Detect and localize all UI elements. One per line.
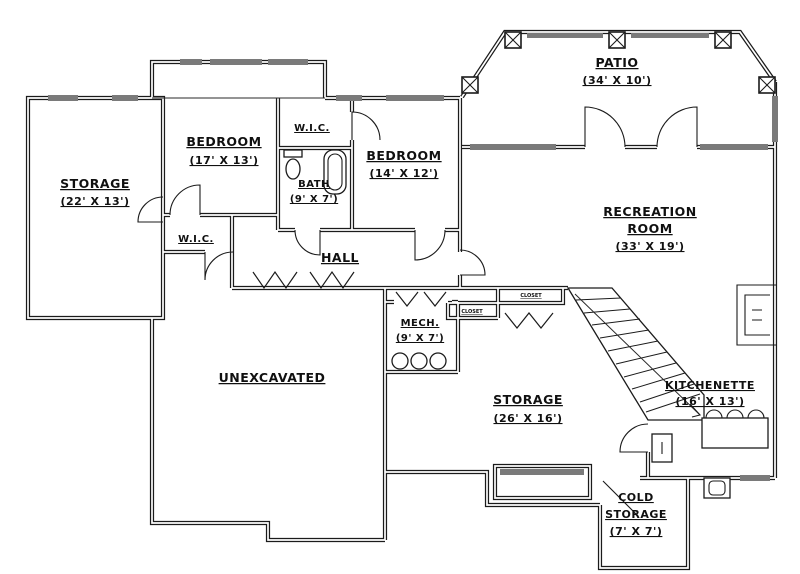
bifold-door-icon	[309, 270, 355, 290]
wic-door-arc	[351, 111, 381, 141]
kitchen-island	[701, 417, 769, 449]
window	[772, 96, 778, 142]
stair-arrow-icon	[689, 403, 702, 418]
kitchenette-door-arc	[619, 423, 649, 453]
label-wic-bottom: W.I.C.	[178, 234, 214, 245]
bath-door-arc	[294, 229, 321, 256]
stair-treads	[575, 297, 701, 413]
doors	[137, 106, 698, 516]
label-bath-dims: (9' X 7')	[290, 194, 338, 205]
storage-door-arc	[137, 196, 164, 223]
post-icon	[608, 31, 626, 49]
window	[700, 144, 768, 150]
patio-door-arc	[584, 106, 626, 148]
bifold-door-icon	[252, 270, 298, 290]
stair-rail	[574, 293, 701, 416]
label-mech: MECH.	[401, 318, 440, 329]
window	[740, 475, 770, 481]
bar-stools-icon	[705, 409, 765, 419]
label-bath: BATH	[298, 179, 330, 190]
label-kitchenette: KITCHENETTE	[665, 379, 755, 392]
post-icon	[758, 76, 776, 94]
label-storage-left-dims: (22' X 13')	[60, 195, 129, 208]
bifold-doors	[252, 270, 554, 329]
sink-basin	[708, 480, 726, 496]
label-storage-center: STORAGE	[493, 392, 563, 407]
label-unexcavated: UNEXCAVATED	[219, 370, 326, 385]
window	[180, 59, 202, 65]
label-mech-dims: (9' X 7')	[396, 333, 444, 344]
post-icon	[504, 31, 522, 49]
window	[336, 95, 362, 101]
bifold-door-icon	[395, 291, 419, 307]
fixtures	[283, 149, 777, 499]
toilet-tank-icon	[283, 149, 303, 158]
label-bedroom-2: BEDROOM	[366, 148, 441, 163]
mech-equipment-icon	[429, 352, 447, 370]
post-icon	[461, 76, 479, 94]
bedroom-door-arc	[169, 184, 201, 216]
walls	[28, 32, 775, 568]
window	[500, 469, 584, 475]
label-cold-storage-2: STORAGE	[605, 508, 667, 521]
post-icon	[714, 31, 732, 49]
bathtub-icon	[323, 149, 347, 195]
mech-equipment-icon	[410, 352, 428, 370]
bifold-door-icon	[423, 291, 447, 307]
windows	[48, 33, 778, 481]
label-hall: HALL	[321, 250, 359, 265]
label-storage-center-dims: (26' X 16')	[493, 412, 562, 425]
label-bedroom-1: BEDROOM	[186, 134, 261, 149]
room-labels: STORAGE (22' X 13') BEDROOM (17' X 13') …	[60, 55, 755, 538]
label-recreation-dims: (33' X 19')	[615, 240, 684, 253]
label-bedroom-2-dims: (14' X 12')	[369, 167, 438, 180]
fireplace-icon	[736, 284, 777, 346]
stair-outline	[566, 287, 705, 421]
cold-storage-door-leaf	[602, 480, 638, 516]
window	[210, 59, 262, 65]
window	[112, 95, 138, 101]
label-cold-storage-1: COLD	[618, 491, 654, 504]
patio-screen	[631, 33, 709, 38]
window	[48, 95, 78, 101]
label-closet-lower: CLOSET	[461, 309, 483, 315]
window	[268, 59, 308, 65]
hall-door-arc	[459, 249, 486, 276]
bathtub-inner	[327, 153, 343, 191]
patio-screen	[527, 33, 603, 38]
label-patio: PATIO	[595, 55, 638, 70]
label-patio-dims: (34' X 10')	[582, 74, 651, 87]
patio-posts	[461, 31, 776, 94]
sink-icon	[703, 477, 731, 499]
mech-equipment-icon	[391, 352, 409, 370]
toilet-icon	[285, 158, 301, 180]
label-kitchenette-dims: (16' X 13')	[675, 395, 744, 408]
window	[470, 144, 556, 150]
wic-door-arc	[204, 251, 234, 281]
label-bedroom-1-dims: (17' X 13')	[189, 154, 258, 167]
patio-door-arc	[656, 106, 698, 148]
bedroom-door-arc	[414, 229, 446, 261]
label-cold-storage-dims: (7' X 7')	[610, 525, 663, 538]
label-recreation-2: ROOM	[627, 221, 672, 236]
label-recreation-1: RECREATION	[603, 204, 696, 219]
window	[386, 95, 444, 101]
stairs	[566, 287, 705, 421]
label-storage-left: STORAGE	[60, 176, 130, 191]
label-wic-top: W.I.C.	[294, 123, 330, 134]
label-closet-upper: CLOSET	[520, 293, 542, 299]
bifold-door-icon	[504, 312, 554, 329]
